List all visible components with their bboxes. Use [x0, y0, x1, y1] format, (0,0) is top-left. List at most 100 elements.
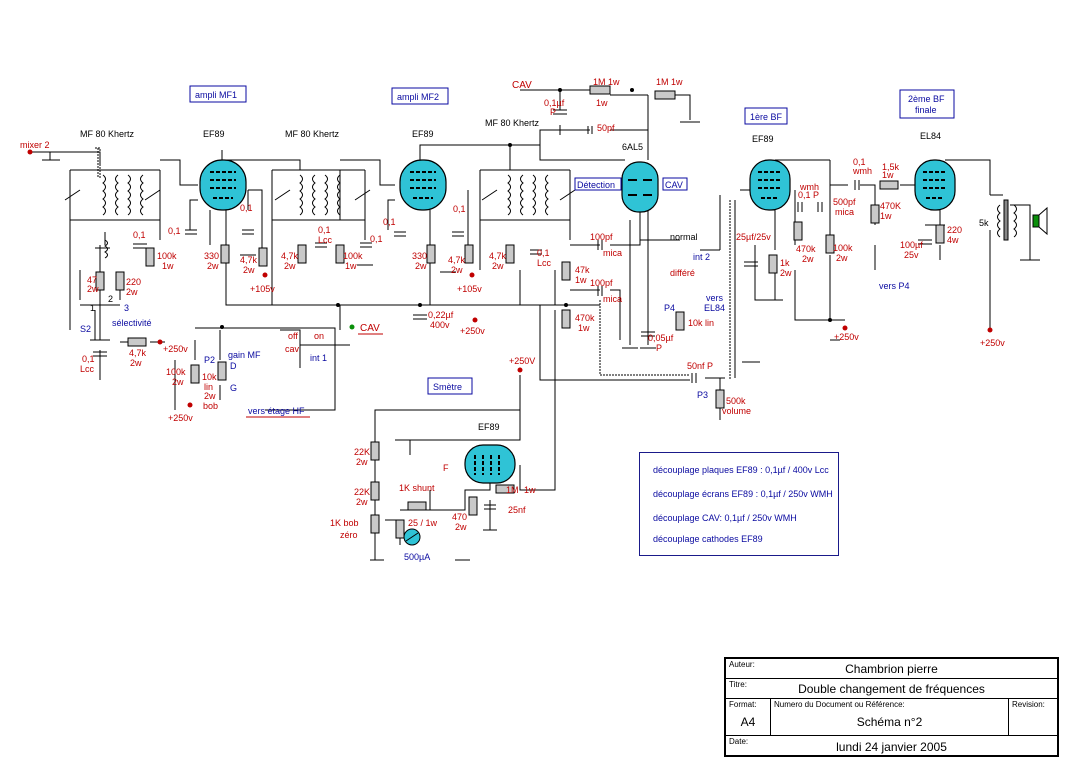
label-r1m-b: 1M 1w	[656, 77, 683, 87]
label-r1k: 1k	[780, 258, 790, 268]
label-c500pf: 500pf	[833, 197, 856, 207]
label-r47k-s2b: 2w	[130, 358, 142, 368]
label-r47k-2: 4,7k	[281, 251, 299, 261]
label-v105-1: +105v	[250, 284, 275, 294]
label-differe: différé	[670, 268, 695, 278]
label-r25: 25 / 1w	[408, 518, 438, 528]
label-c100pf-2b: mica	[603, 294, 622, 304]
label-c50pf: 50pf	[597, 123, 615, 133]
label-c022: 0,22µf	[428, 310, 454, 320]
label-r5k: 5k	[979, 218, 989, 228]
cell-date: Date: lundi 24 janvier 2005	[725, 735, 1058, 756]
label-r500kb: volume	[722, 406, 751, 416]
stage-labels: ampli MF1 ampli MF2 1ère BF 2ème BF fina…	[189, 85, 955, 395]
resistor-47k-2	[297, 244, 307, 264]
resistor-1k	[768, 254, 778, 274]
potentiometer-10k-p4	[675, 311, 685, 331]
label-mf80-1: MF 80 Khertz	[80, 129, 135, 139]
potentiometer-500k-volume	[715, 389, 725, 409]
label-v250-2: +250v	[168, 413, 193, 423]
tube-ef89-1	[199, 159, 247, 211]
cell-revision: Revision:	[1008, 698, 1058, 736]
resistor-25	[395, 519, 405, 539]
label-r10k-lin: 10k	[202, 372, 217, 382]
label-c01-5: 0,1	[370, 234, 383, 244]
label-r220-selb: 2w	[126, 287, 138, 297]
label-on: on	[314, 331, 324, 341]
label-p4: P4	[664, 303, 675, 313]
label-c100pf-1b: mica	[603, 248, 622, 258]
label-r47k-1b: 2w	[243, 265, 255, 275]
label-meter: 500µA	[404, 552, 430, 562]
label-c01-wmh2: wmh	[852, 166, 872, 176]
tube-name-5: EL84	[920, 131, 941, 141]
label-sw2: 2	[108, 294, 113, 304]
label-s2: S2	[80, 324, 91, 334]
label-r330-1: 330	[204, 251, 219, 261]
label-v250-6: +250v	[980, 338, 1005, 348]
resistor-22k-1	[370, 441, 380, 461]
label-r22k-1: 22K	[354, 447, 370, 457]
resistor-100k-1	[145, 247, 155, 267]
format-value: A4	[740, 715, 756, 729]
label-int2: int 2	[693, 252, 710, 262]
label-r470-s: 470	[452, 512, 467, 522]
label-r47k-3b: 2w	[451, 265, 463, 275]
label-normal: normal	[670, 232, 698, 242]
label-bob: bob	[203, 401, 218, 411]
label-r330-2b: 2w	[415, 261, 427, 271]
label-c01-wmh: 0,1	[853, 157, 866, 167]
label-r22k-2: 22K	[354, 487, 370, 497]
label-cav-top: CAV	[512, 80, 532, 91]
label-r500k: 500k	[726, 396, 746, 406]
label-vers-el84: vers	[706, 293, 724, 303]
if-transformers	[64, 174, 1017, 259]
resistor-47k-1	[258, 247, 268, 267]
tube-ef89-2	[399, 159, 447, 211]
label-c01-6: 0,1	[383, 217, 396, 227]
label-r100k-1: 100k	[157, 251, 177, 261]
label-f-pin: F	[443, 463, 449, 473]
resistor-1m-s	[495, 484, 515, 494]
label-ampli-mf1: ampli MF1	[195, 90, 237, 100]
label-v105-2: +105v	[457, 284, 482, 294]
format-label: Format:	[729, 700, 757, 709]
label-r1m-s: 1M	[506, 485, 519, 495]
label-c01p: 0,1µf	[544, 98, 565, 108]
label-lcc2: Lcc	[537, 258, 552, 268]
resistor-220-k	[935, 224, 945, 244]
label-r47k-3: 4,7k	[448, 255, 466, 265]
label-r10k-lin3: 2w	[204, 391, 216, 401]
label-r470k-det: 470k	[575, 313, 595, 323]
wiring	[30, 89, 1031, 560]
label-r15k: 1,5k	[882, 162, 900, 172]
label-finale: finale	[915, 105, 937, 115]
tube-name-4: EF89	[752, 134, 774, 144]
tube-6al5	[621, 161, 659, 213]
resistor-47k-det	[561, 261, 571, 281]
resistor-330-2	[426, 244, 436, 264]
label-v250-5: +250V	[509, 356, 535, 366]
label-zero: zéro	[340, 530, 358, 540]
label-cav-tag: CAV	[665, 180, 683, 190]
resistor-1-5k	[879, 180, 899, 190]
label-r1kb: 2w	[780, 268, 792, 278]
resistors	[95, 85, 945, 539]
label-c500pfb: mica	[835, 207, 854, 217]
label-int1: int 1	[310, 353, 327, 363]
label-r470k-bb: 2w	[802, 254, 814, 264]
label-r47k-4: 4,7k	[489, 251, 507, 261]
label-mixer2: mixer 2	[20, 140, 50, 150]
label-gain-mf: gain MF	[228, 350, 261, 360]
label-r10k-lin2: lin	[204, 382, 213, 392]
note-ecrans: découplage écrans EF89 : 0,1µf / 250v WM…	[653, 489, 833, 499]
tube-name-2: EF89	[412, 129, 434, 139]
label-r47k-det: 47k	[575, 265, 590, 275]
label-sw1: 1	[90, 303, 95, 313]
label-r220-kb: 4w	[947, 235, 959, 245]
label-r47k-2b: 2w	[284, 261, 296, 271]
label-c50nf: 50nf P	[687, 361, 713, 371]
label-v250-4: +250v	[834, 332, 859, 342]
resistor-22k-2	[370, 481, 380, 501]
date-value: lundi 24 janvier 2005	[836, 740, 947, 754]
